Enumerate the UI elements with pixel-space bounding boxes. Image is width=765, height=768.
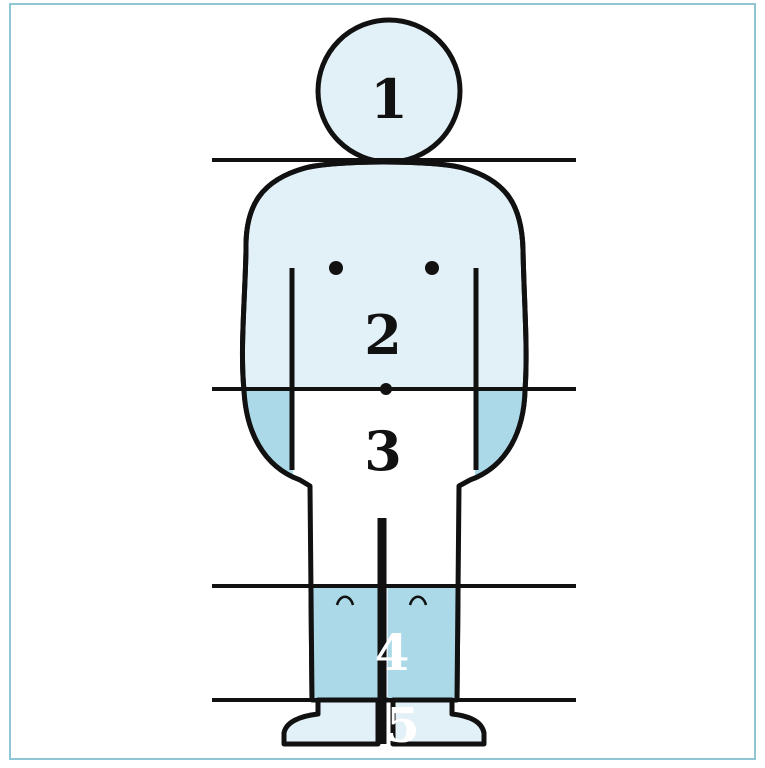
segment-label-shanks: 4 bbox=[375, 623, 410, 682]
left-chest-dot bbox=[329, 261, 343, 275]
segment-label-feet: 5 bbox=[386, 698, 419, 754]
segment-label-head: 1 bbox=[370, 67, 408, 131]
right-chest-dot bbox=[425, 261, 439, 275]
segment-label-torso: 2 bbox=[364, 303, 402, 367]
left-shank-fill bbox=[312, 586, 382, 700]
segment-label-pelvis: 3 bbox=[364, 419, 402, 483]
